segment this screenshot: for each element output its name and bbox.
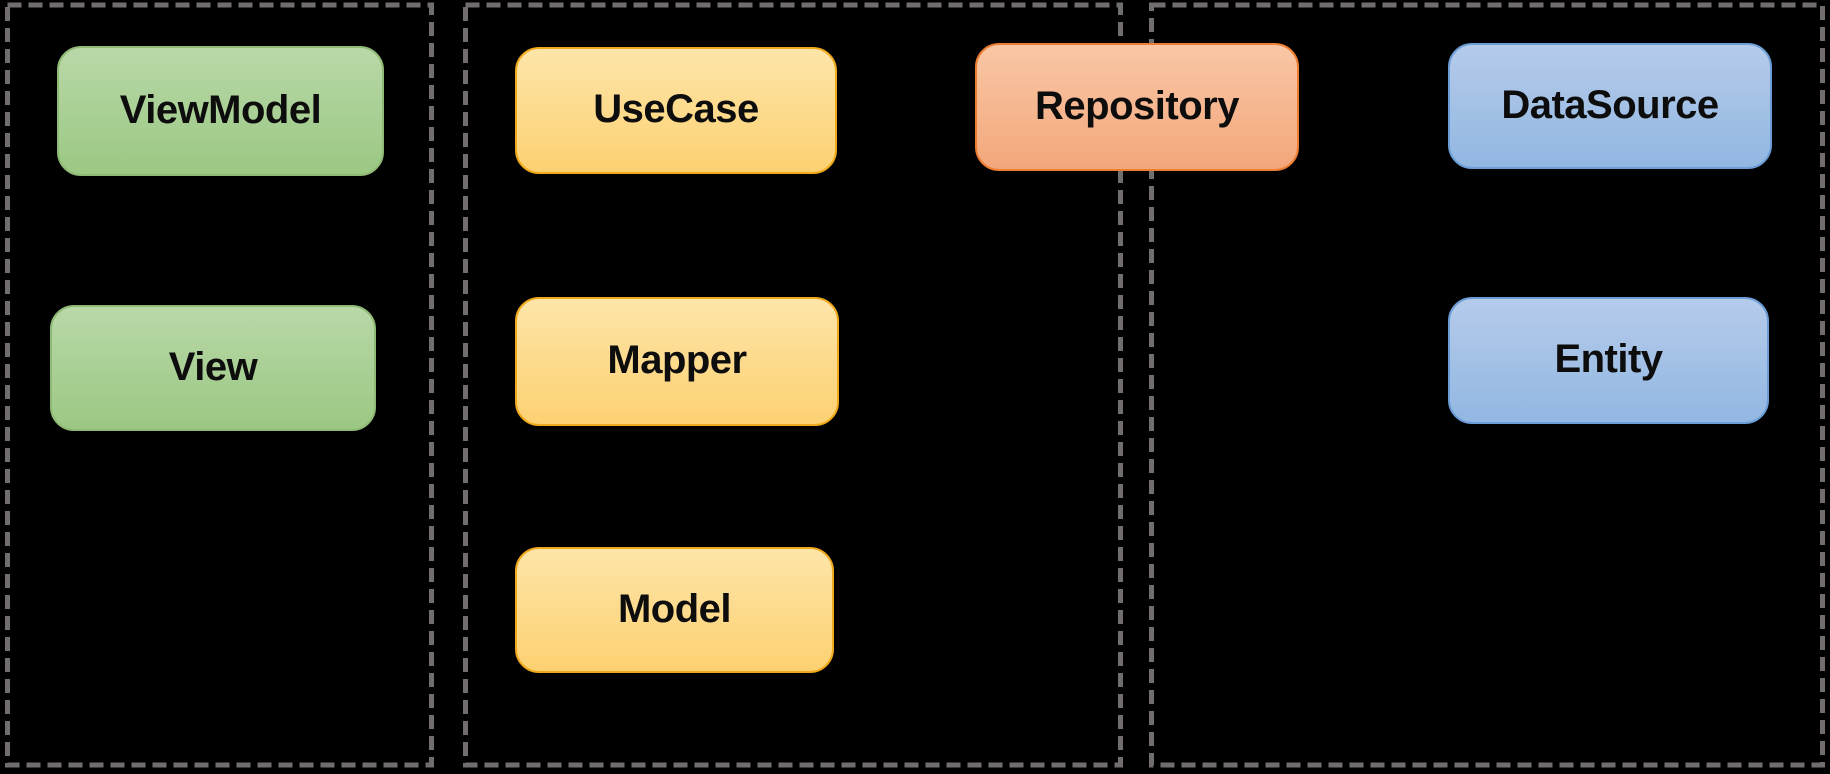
view-label: View [168, 344, 258, 389]
datasource-box: DataSource [1448, 43, 1772, 169]
repository-box: Repository [975, 43, 1299, 171]
viewmodel-box: ViewModel [57, 46, 384, 176]
data-layer-border [1149, 2, 1825, 768]
presentation-layer-border [5, 2, 434, 768]
mapper-box: Mapper [515, 297, 839, 426]
usecase-label: UseCase [593, 87, 759, 131]
domain-layer-border [463, 2, 1123, 768]
usecase-box: UseCase [515, 47, 837, 174]
entity-label: Entity [1554, 337, 1663, 381]
entity-box: Entity [1448, 297, 1769, 424]
viewmodel-label: ViewModel [119, 87, 322, 132]
repository-label: Repository [1035, 83, 1239, 128]
model-label: Model [617, 586, 732, 631]
view-box: View [50, 305, 376, 431]
mapper-label: Mapper [607, 338, 747, 382]
model-box: Model [515, 547, 834, 673]
datasource-label: DataSource [1501, 82, 1719, 127]
